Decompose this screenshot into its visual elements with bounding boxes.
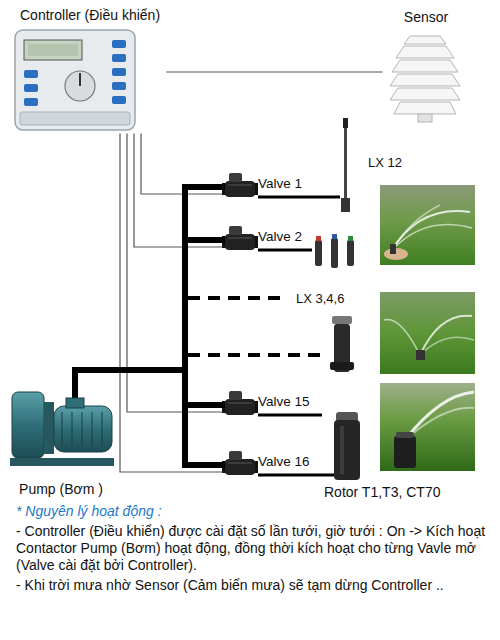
valve-node: Valve 1 <box>222 174 309 200</box>
sprinkler-lx346 <box>315 234 354 268</box>
dashed-pipe <box>188 298 322 355</box>
controller-node: Controller (Điều khiển) <box>20 6 167 134</box>
sprinkler-rotor <box>334 412 360 480</box>
sprinkler-pipe <box>258 197 340 475</box>
note-text: - Khi trời mưa nhờ Sensor (Cảm biến mưa)… <box>16 577 486 594</box>
model-label: Rotor T1,T3, CT70 <box>324 484 440 501</box>
valve-node: Valve 15 <box>222 392 316 418</box>
device-label: Pump (Bơm ) <box>19 481 103 498</box>
note-text: - Controller (Điều khiển) được cài đặt s… <box>16 523 486 574</box>
controller-device <box>15 30 135 130</box>
valve-node: Valve 16 <box>222 452 316 478</box>
lawn-photo <box>380 185 475 265</box>
rain-sensor <box>390 36 460 122</box>
valve-label: Valve 2 <box>258 228 302 245</box>
lawn-photo <box>380 292 475 374</box>
valve-icon <box>222 173 258 475</box>
water-pipe <box>75 240 222 376</box>
control-wire <box>134 134 222 247</box>
model-label: LX 3,4,6 <box>296 290 344 307</box>
note-heading: * Nguyên lý hoạt động : <box>16 503 486 520</box>
valve-label: Valve 15 <box>258 393 310 410</box>
pump <box>10 376 114 466</box>
valve-node: Valve 2 <box>222 227 309 253</box>
model-label: LX 12 <box>368 154 402 171</box>
lawn-photo <box>380 383 475 471</box>
water-pipe <box>75 370 222 405</box>
control-wire <box>167 71 382 72</box>
device-label: Sensor <box>404 9 448 26</box>
device-label: Controller (Điều khiển) <box>20 7 160 24</box>
water-pipe <box>75 187 222 376</box>
water-pipe <box>75 370 222 465</box>
pump-node: Pump (Bơm ) <box>6 376 116 499</box>
valve-label: Valve 1 <box>258 175 302 192</box>
sprinkler-lx12 <box>341 118 350 212</box>
valve-label: Valve 16 <box>258 453 310 470</box>
sensor-node: Sensor <box>382 8 470 123</box>
sprinkler-popup <box>330 316 354 372</box>
